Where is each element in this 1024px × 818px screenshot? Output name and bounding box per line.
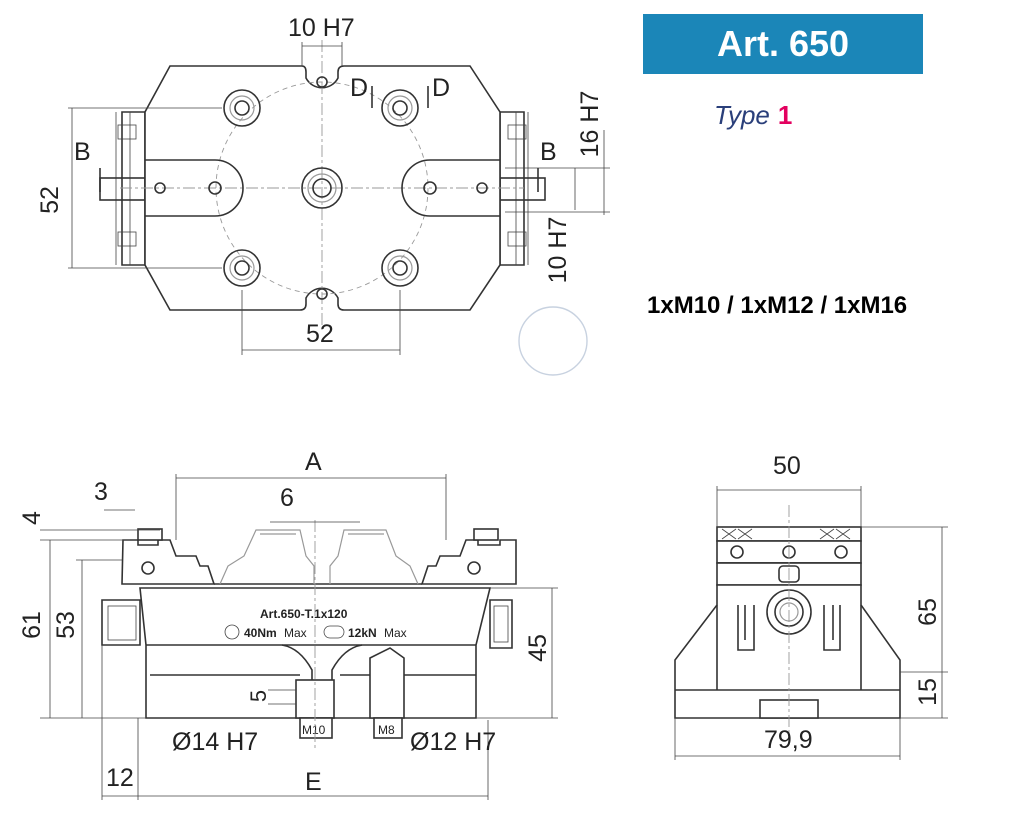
- dim-45: 45: [524, 634, 552, 662]
- dim-50: 50: [773, 452, 801, 480]
- thread-spec: 1xM10 / 1xM12 / 1xM16: [647, 292, 908, 319]
- dim-15: 15: [914, 678, 942, 706]
- type-number: 1: [777, 100, 793, 130]
- article-title: Art. 650: [716, 23, 850, 64]
- label-torque-max: Max: [284, 626, 307, 640]
- dim-3: 3: [94, 478, 108, 506]
- front-view: Art.650-T.1x120 40Nm Max 12kN Max M10 M8: [18, 448, 558, 800]
- dim-10h7-top: 10 H7: [288, 14, 355, 42]
- bore-br: [381, 249, 419, 287]
- type-text: Type: [714, 100, 770, 130]
- label-force-max: Max: [384, 626, 407, 640]
- dim-65: 65: [914, 598, 942, 626]
- article-badge: Art. 650: [643, 14, 923, 74]
- dim-79-9: 79,9: [764, 726, 813, 754]
- dim-52-bottom: 52: [306, 320, 334, 348]
- dim-d12: Ø12 H7: [410, 728, 496, 756]
- label-m10: M10: [302, 723, 326, 737]
- dim-5: 5: [246, 690, 271, 702]
- dim-4: 4: [18, 511, 46, 525]
- label-torque: 40Nm: [244, 626, 277, 640]
- detail-circle: [518, 306, 588, 376]
- bore-tl: [223, 89, 261, 127]
- bore-bl: [223, 249, 261, 287]
- section-b-right: B: [540, 138, 557, 166]
- label-model: Art.650-T.1x120: [260, 607, 348, 621]
- dim-16h7: 16 H7: [576, 91, 604, 158]
- dim-10h7-right: 10 H7: [544, 217, 572, 284]
- dim-61: 61: [18, 611, 46, 639]
- label-force: 12kN: [348, 626, 377, 640]
- section-d-left: D: [350, 74, 368, 102]
- dim-d14: Ø14 H7: [172, 728, 258, 756]
- dim-e: E: [305, 768, 322, 796]
- dim-a: A: [305, 448, 322, 476]
- dim-53: 53: [52, 611, 80, 639]
- bore-tr: [381, 89, 419, 127]
- section-b-left: B: [74, 138, 91, 166]
- side-view: 50 65 15 79,9: [674, 452, 948, 760]
- dim-6: 6: [280, 484, 294, 512]
- dim-52-left: 52: [36, 186, 64, 214]
- top-view: 10 H7 D D B B 52 16 H7 10 H7 52: [36, 14, 610, 376]
- section-d-right: D: [432, 74, 450, 102]
- label-m8: M8: [378, 723, 395, 737]
- dim-12: 12: [106, 764, 134, 792]
